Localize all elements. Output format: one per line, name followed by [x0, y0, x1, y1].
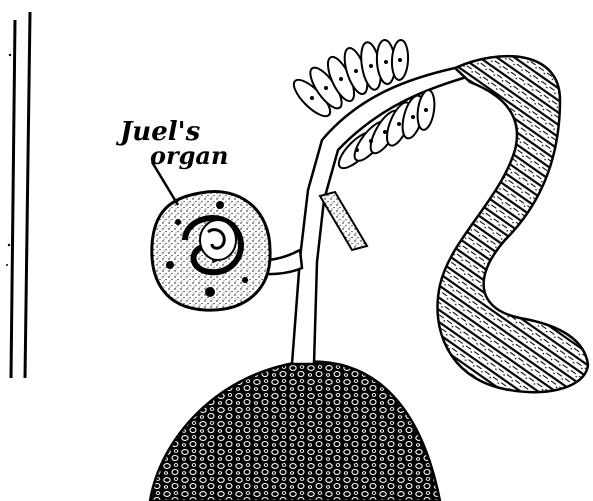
page-edge-lines	[6, 12, 30, 378]
coiled-sac	[438, 56, 589, 392]
stippled-spur	[320, 192, 367, 250]
juels-organ-label-line2: organ	[150, 141, 228, 170]
juels-organ	[152, 192, 270, 311]
cellular-mound	[150, 361, 440, 501]
